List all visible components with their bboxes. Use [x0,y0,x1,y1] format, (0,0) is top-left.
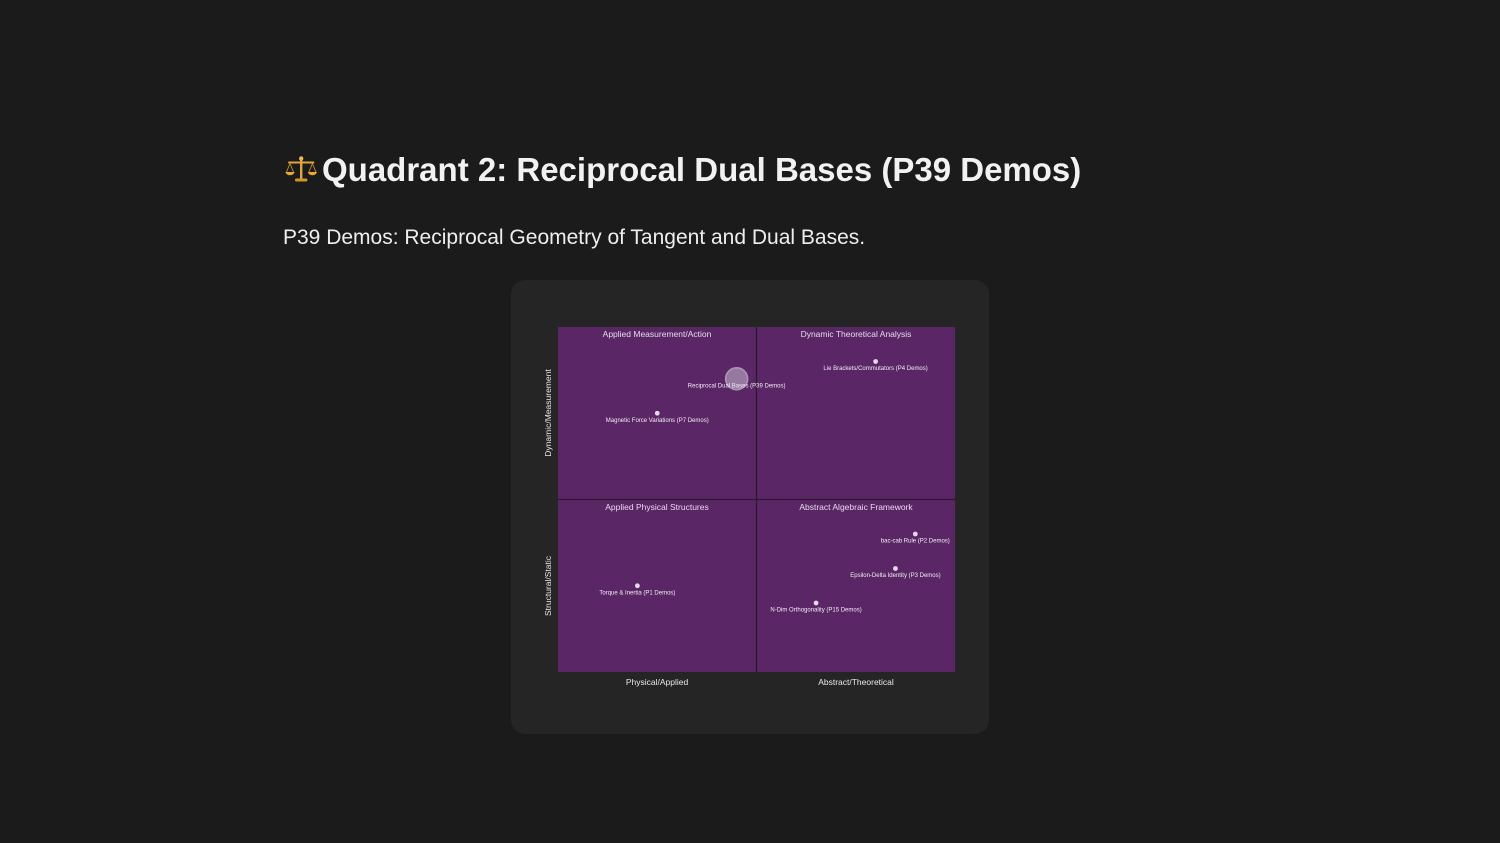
chart-point: bac-cab Rule (P2 Demos) [881,531,950,545]
balance-scale-icon [284,153,318,187]
chart-point: Torque & Inertia (P1 Demos) [599,583,675,596]
x-axis-label-left: Physical/Applied [626,677,689,687]
point-marker [873,359,878,364]
point-marker [635,583,640,589]
page-subtitle: P39 Demos: Reciprocal Geometry of Tangen… [283,226,866,249]
point-label: N-Dim Orthogonality (P15 Demos) [770,608,861,614]
chart-point: Reciprocal Dual Bases (P39 Demos) [688,367,786,391]
point-marker [654,410,660,416]
chart-point: Epsilon-Delta Identity (P3 Demos) [850,566,941,579]
chart-point: Lie Brackets/Commutators (P4 Demos) [823,359,928,372]
points-layer: Reciprocal Dual Bases (P39 Demos) Lie Bra… [599,359,950,614]
point-label: Reciprocal Dual Bases (P39 Demos) [688,383,786,389]
quadrant-label-bottom-left: Applied Physical Structures [605,502,708,512]
chart-card: Applied Measurement/Action Dynamic Theor… [511,280,989,734]
chart-point: Magnetic Force Variations (P7 Demos) [606,410,709,424]
title-row: Quadrant 2: Reciprocal Dual Bases (P39 D… [284,148,1081,192]
quadrant-label-top-left: Applied Measurement/Action [603,329,712,339]
y-axis-label-top: Dynamic/Measurement [543,369,553,457]
point-marker [813,600,819,606]
quadrant-label-top-right: Dynamic Theoretical Analysis [801,329,912,339]
point-label: Lie Brackets/Commutators (P4 Demos) [823,366,927,372]
point-label: bac-cab Rule (P2 Demos) [881,539,950,545]
point-marker [893,566,898,571]
point-marker [912,531,918,537]
page-title: Quadrant 2: Reciprocal Dual Bases (P39 D… [322,151,1082,188]
point-label: Magnetic Force Variations (P7 Demos) [606,418,709,424]
quadrant-label-bottom-right: Abstract Algebraic Framework [799,502,913,512]
highlighted-point-marker [724,367,749,391]
point-label: Epsilon-Delta Identity (P3 Demos) [850,573,940,579]
point-label: Torque & Inertia (P1 Demos) [599,590,675,596]
y-axis-label-bottom: Structural/Static [543,555,553,616]
quadrant-chart: Applied Measurement/Action Dynamic Theor… [543,327,955,687]
chart-point: N-Dim Orthogonality (P15 Demos) [770,600,862,614]
x-axis-label-right: Abstract/Theoretical [818,677,894,687]
